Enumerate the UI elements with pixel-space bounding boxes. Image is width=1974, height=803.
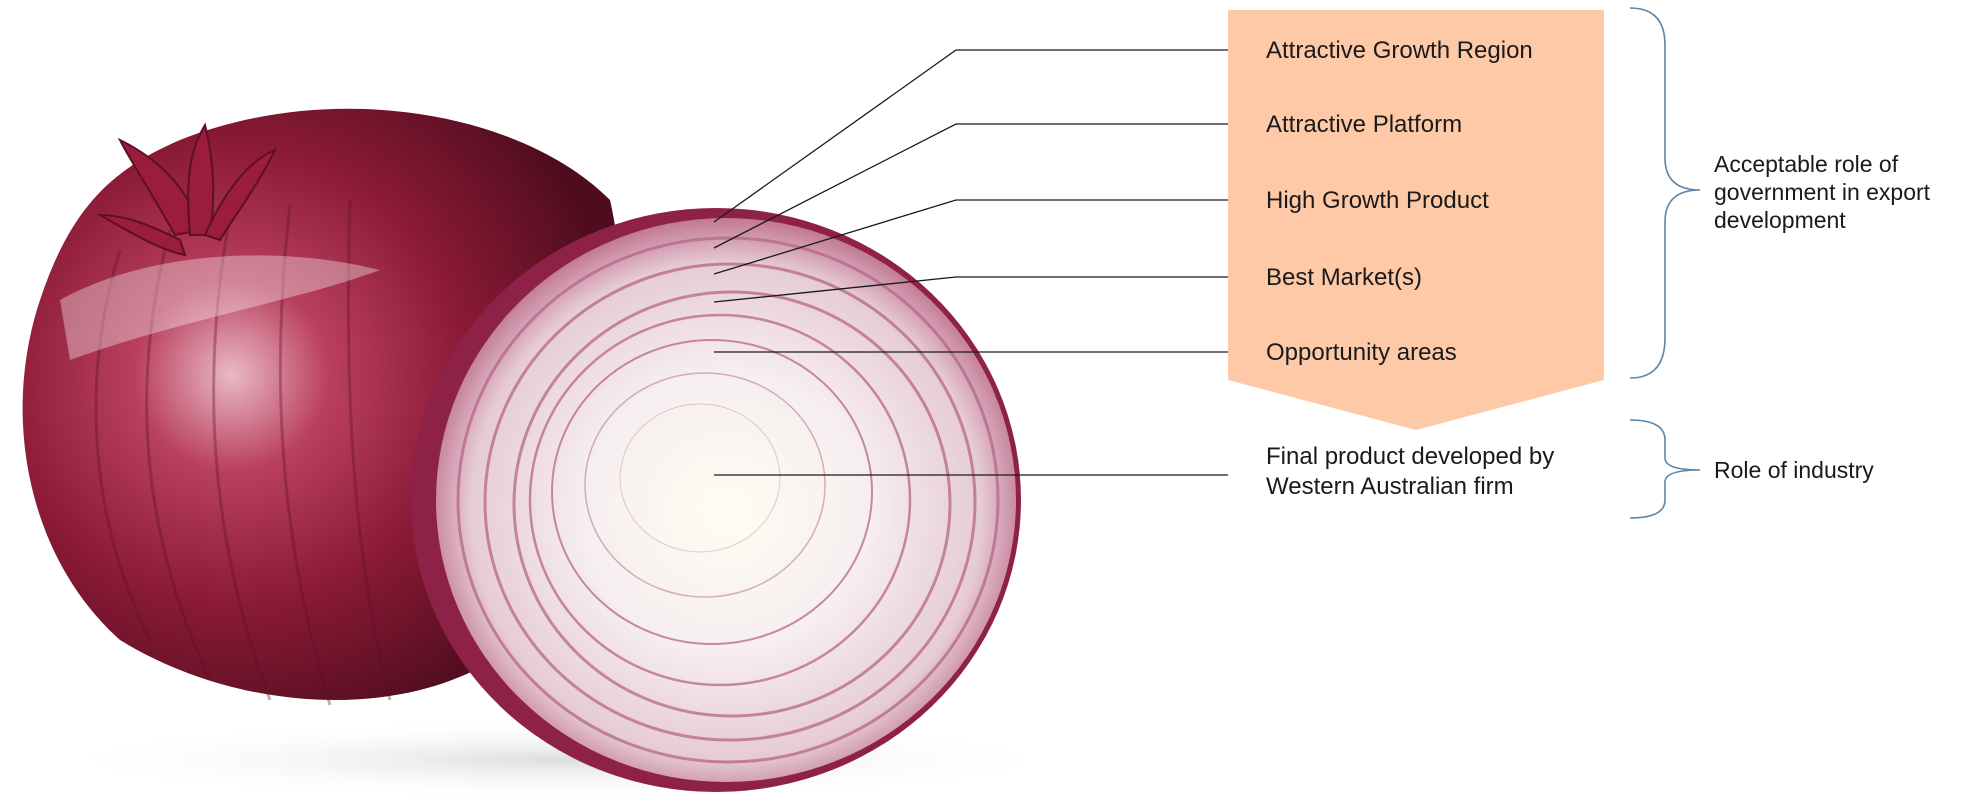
final-product-line-1: Final product developed by — [1266, 443, 1555, 470]
leader-line-growth-region — [713, 49, 1228, 223]
layer-label-platform: Attractive Platform — [1266, 111, 1463, 138]
leader-line-markets — [713, 276, 1228, 303]
industry-bracket — [1629, 419, 1701, 519]
onion-rings — [456, 236, 1000, 764]
layer-label-product: High Growth Product — [1266, 187, 1489, 214]
final-product-label: Final product developed by Western Austr… — [1266, 442, 1596, 502]
government-role-label: Acceptable role of government in export … — [1714, 151, 1931, 233]
final-product-line-2: Western Australian firm — [1266, 473, 1514, 500]
onion-highlight — [60, 255, 380, 360]
layer-label-markets: Best Market(s) — [1266, 264, 1423, 291]
layer-label-opportunity: Opportunity areas — [1266, 339, 1457, 366]
layer-label-growth-region: Attractive Growth Region — [1266, 37, 1533, 64]
onion-image — [22, 108, 1080, 800]
government-arrow — [1228, 10, 1604, 430]
leader-line-platform — [713, 123, 1228, 249]
cut-onion-face — [436, 218, 1016, 782]
onion-stem — [96, 122, 278, 257]
industry-role-label: Role of industry — [1714, 457, 1874, 483]
leader-lines — [713, 49, 1228, 476]
leader-line-product — [713, 199, 1228, 275]
government-bracket — [1629, 7, 1701, 379]
